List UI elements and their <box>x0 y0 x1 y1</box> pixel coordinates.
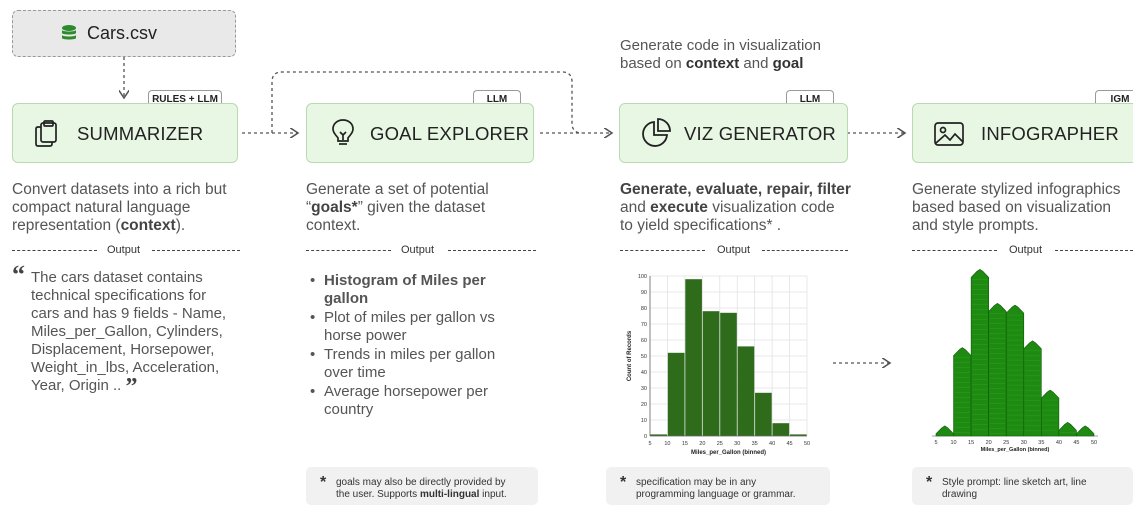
histogram-bar <box>772 423 790 436</box>
infographer-note: * Style prompt: line sketch art, line dr… <box>912 467 1133 505</box>
x-tick-label: 30 <box>734 441 740 447</box>
y-tick-label: 100 <box>638 274 647 280</box>
histogram-bar <box>737 346 755 436</box>
stage-infographer: INFOGRAPHER <box>912 103 1133 163</box>
infographic-bar <box>1005 304 1025 437</box>
top-note-line1: Generate code in visualization <box>620 37 821 54</box>
stage-goal-explorer: GOAL EXPLORER <box>306 103 534 163</box>
asterisk-icon: * <box>320 474 327 491</box>
output-label: Output <box>1009 244 1043 256</box>
top-note: Generate code in visualization based on … <box>620 37 821 73</box>
stage-title: SUMMARIZER <box>77 123 204 144</box>
output-divider-infographer: Output <box>912 244 1133 258</box>
lightbulb-icon <box>331 118 355 153</box>
x-tick-label: 45 <box>786 441 792 447</box>
stage-title: VIZ GENERATOR <box>684 123 836 144</box>
histogram-bar <box>789 434 807 436</box>
image-icon <box>933 121 965 152</box>
asterisk-icon: * <box>620 474 627 491</box>
x-tick-label: 40 <box>1056 440 1062 446</box>
x-tick-label: 15 <box>968 440 974 446</box>
y-tick-label: 60 <box>641 338 647 344</box>
histogram-bar <box>667 352 685 436</box>
y-tick-label: 20 <box>641 402 647 408</box>
open-quote-icon: “ <box>12 260 25 289</box>
goal-explorer-description: Generate a set of potential “goals*” giv… <box>306 181 489 234</box>
x-tick-label: 5 <box>934 440 937 446</box>
x-axis-label: Miles_per_Gallon (binned) <box>981 447 1050 453</box>
infographic-bar <box>1058 422 1077 437</box>
database-icon <box>61 24 77 49</box>
output-divider-viz-generator: Output <box>620 244 848 258</box>
x-tick-label: 10 <box>950 440 956 446</box>
source-label: Cars.csv <box>87 23 158 43</box>
y-tick-label: 10 <box>641 418 647 424</box>
viz-generator-note: * specification may be in any programmin… <box>606 467 830 505</box>
histogram-bar <box>702 311 720 436</box>
histogram-bar <box>685 279 702 436</box>
output-divider-summarizer: Output <box>12 244 240 258</box>
output-divider-goal-explorer: Output <box>306 244 536 258</box>
x-tick-label: 20 <box>986 440 992 446</box>
clipboard-icon <box>33 120 59 153</box>
x-tick-label: 15 <box>682 441 688 447</box>
y-tick-label: 80 <box>641 306 647 312</box>
y-tick-label: 90 <box>641 290 647 296</box>
asterisk-icon: * <box>926 474 933 491</box>
x-tick-label: 5 <box>648 441 651 447</box>
output-label: Output <box>401 244 435 256</box>
histogram-bar <box>755 392 772 436</box>
x-tick-label: 45 <box>1073 440 1079 446</box>
y-tick-label: 70 <box>641 322 647 328</box>
summary-text: The cars dataset contains technical spec… <box>31 269 227 400</box>
top-note-line2: based on context and goal <box>620 55 804 72</box>
x-tick-label: 25 <box>717 441 723 447</box>
output-label: Output <box>717 244 751 256</box>
infographic-bar <box>935 425 954 437</box>
histogram-chart: 0 10 20 30 40 50 60 70 80 90 100 5 10 15 20 25 30 35 40 45 5… <box>627 274 810 456</box>
x-tick-label: 40 <box>769 441 775 447</box>
x-tick-label: 30 <box>1021 440 1027 446</box>
histogram-bar <box>650 434 668 436</box>
infographer-description: Generate stylized infographics based bas… <box>912 181 1121 234</box>
x-axis-label: Miles_per_Gallon (binned) <box>691 450 766 456</box>
histogram-bar <box>720 312 737 436</box>
close-quote-icon: ” <box>125 374 138 400</box>
source-node: Cars.csv <box>12 10 236 57</box>
y-tick-label: 40 <box>641 370 647 376</box>
x-tick-label: 25 <box>1003 440 1009 446</box>
y-tick-label: 0 <box>644 434 647 440</box>
infographic-bar <box>1041 389 1060 437</box>
x-tick-label: 10 <box>664 441 670 447</box>
stage-viz-generator: VIZ GENERATOR <box>619 103 848 163</box>
viz-generator-description: Generate, evaluate, repair, filter and e… <box>620 181 851 234</box>
infographic-bar <box>1023 340 1042 437</box>
x-tick-label: 35 <box>752 441 758 447</box>
output-label: Output <box>107 244 141 256</box>
goal-explorer-note: * goals may also be directly provided by… <box>306 467 538 505</box>
pie-chart-icon <box>640 117 672 154</box>
y-tick-label: 50 <box>641 354 647 360</box>
infographic-bar <box>1076 425 1095 437</box>
x-tick-label: 50 <box>804 441 810 447</box>
y-tick-label: 30 <box>641 386 647 392</box>
stage-summarizer: SUMMARIZER <box>12 103 238 163</box>
y-axis-label: Count of Records <box>627 330 633 381</box>
x-tick-label: 35 <box>1038 440 1044 446</box>
stage-title: GOAL EXPLORER <box>370 123 530 144</box>
x-tick-label: 50 <box>1091 440 1097 446</box>
summarizer-description: Convert datasets into a rich but compact… <box>12 181 227 234</box>
stage-title: INFOGRAPHER <box>981 123 1119 144</box>
x-tick-label: 20 <box>699 441 705 447</box>
